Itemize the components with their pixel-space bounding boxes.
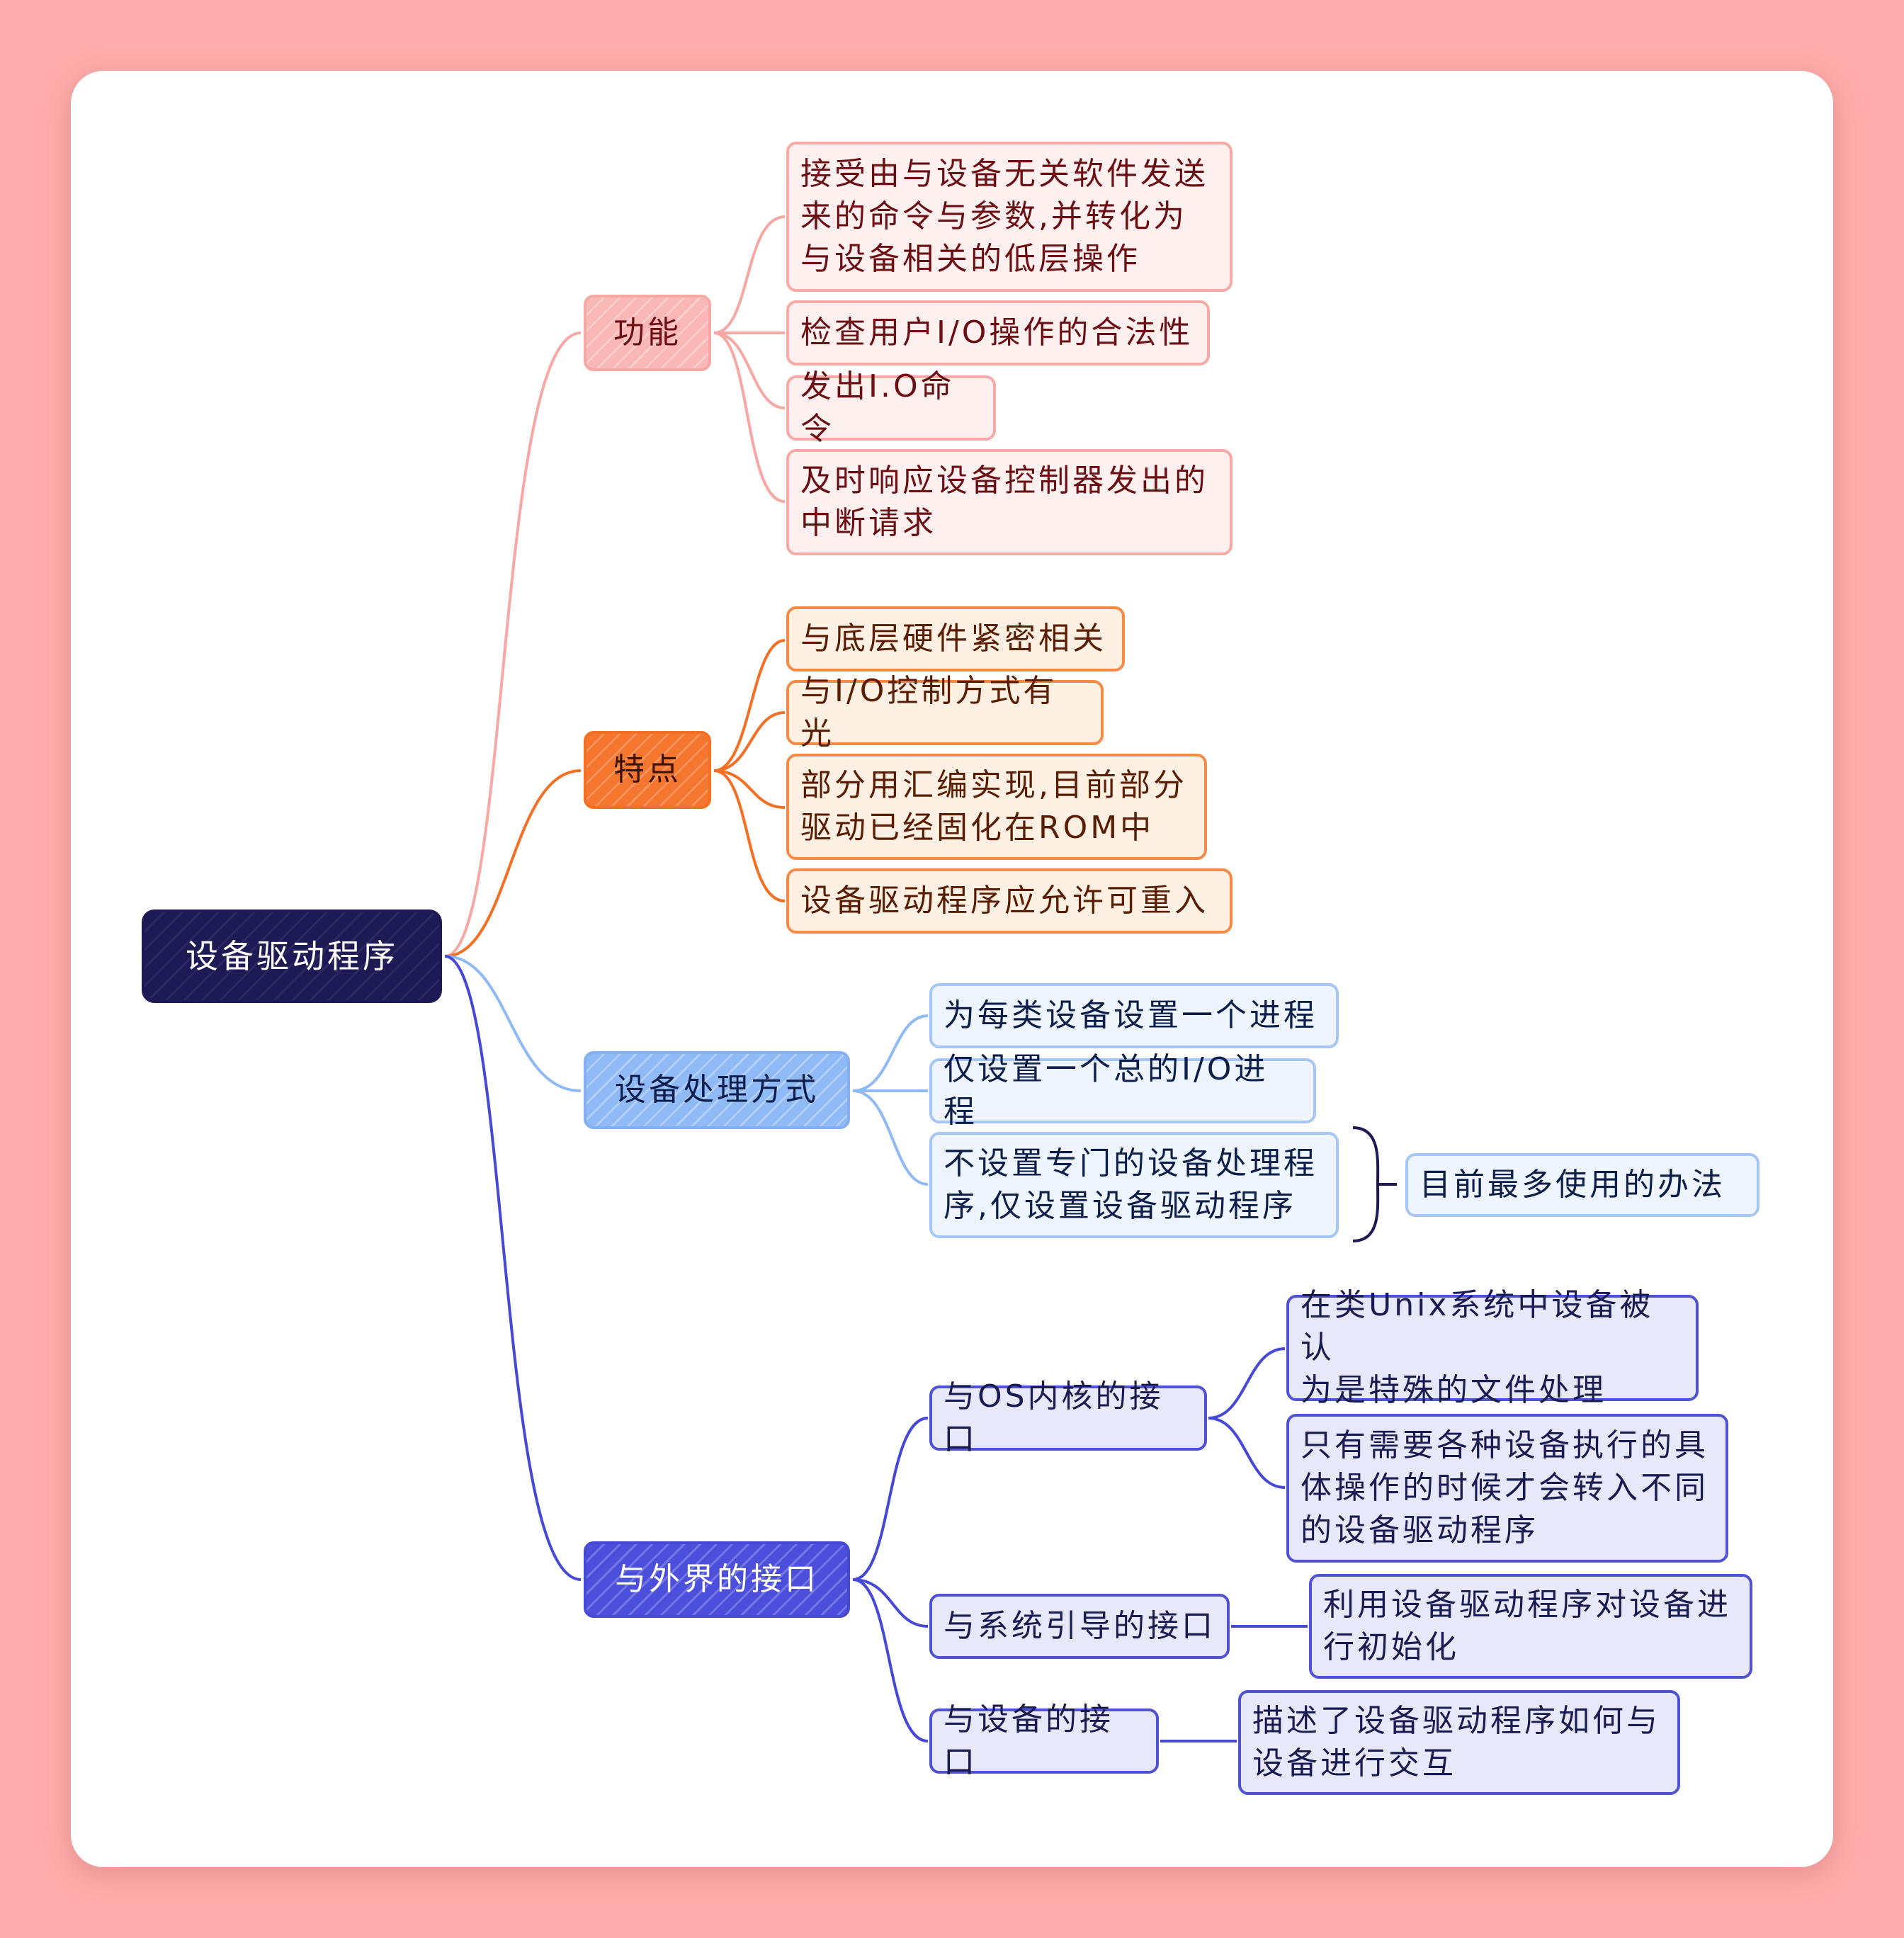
features-item-4[interactable]: 设备驱动程序应允许可重入 [786, 868, 1232, 934]
link-root-handling [444, 955, 582, 1092]
branch-features-label: 特点 [613, 752, 681, 788]
functions-item-3-text: 发出I.O命令 [800, 368, 955, 447]
interfaces-item-os[interactable]: 与OS内核的接口 [929, 1378, 1207, 1457]
device-child-1-text: 描述了设备驱动程序如何与 设备进行交互 [1252, 1703, 1660, 1781]
link-features-2 [713, 711, 786, 772]
features-item-3[interactable]: 部分用汇编实现,目前部分 驱动已经固化在ROM中 [786, 754, 1207, 860]
handling-summary-note-text: 目前最多使用的办法 [1420, 1167, 1726, 1203]
branch-handling[interactable]: 设备处理方式 [584, 1051, 850, 1129]
functions-item-2[interactable]: 检查用户I/O操作的合法性 [786, 300, 1210, 366]
boot-child-1-text: 利用设备驱动程序对设备进 行初始化 [1323, 1587, 1731, 1665]
branch-features[interactable]: 特点 [584, 731, 711, 809]
functions-item-4[interactable]: 及时响应设备控制器发出的 中断请求 [786, 449, 1232, 555]
link-handling-3 [852, 1089, 929, 1186]
link-functions-1 [713, 215, 786, 334]
handling-item-1[interactable]: 为每类设备设置一个进程 [929, 983, 1339, 1048]
os-child-1[interactable]: 在类Unix系统中设备被认 为是特殊的文件处理 [1286, 1287, 1699, 1408]
interfaces-item-device[interactable]: 与设备的接口 [929, 1701, 1159, 1780]
branch-functions-label: 功能 [613, 314, 681, 351]
link-features-1 [713, 639, 786, 772]
features-item-2[interactable]: 与I/O控制方式有光 [786, 673, 1104, 752]
branch-interfaces[interactable]: 与外界的接口 [584, 1541, 850, 1618]
link-root-features [444, 769, 582, 958]
handling-item-3-text: 不设置专门的设备处理程 序,仅设置设备驱动程序 [944, 1145, 1318, 1224]
device-child-1[interactable]: 描述了设备驱动程序如何与 设备进行交互 [1238, 1690, 1680, 1795]
branch-handling-label: 设备处理方式 [615, 1072, 819, 1108]
interfaces-item-boot[interactable]: 与系统引导的接口 [929, 1594, 1230, 1659]
functions-item-1-text: 接受由与设备无关软件发送 来的命令与参数,并转化为 与设备相关的低层操作 [800, 156, 1208, 277]
link-os-1 [1208, 1347, 1286, 1420]
functions-item-2-text: 检查用户I/O操作的合法性 [800, 314, 1194, 351]
features-item-2-text: 与I/O控制方式有光 [800, 673, 1058, 752]
link-root-functions [444, 332, 582, 958]
link-features-3 [713, 769, 786, 809]
functions-item-1[interactable]: 接受由与设备无关软件发送 来的命令与参数,并转化为 与设备相关的低层操作 [786, 142, 1232, 292]
features-item-4-text: 设备驱动程序应允许可重入 [800, 883, 1208, 919]
functions-item-3[interactable]: 发出I.O命令 [786, 368, 996, 447]
link-interfaces-2 [852, 1578, 929, 1628]
link-handling-1 [852, 1014, 929, 1092]
link-functions-3 [713, 332, 786, 409]
handling-item-2[interactable]: 仅设置一个总的I/O进程 [929, 1051, 1316, 1130]
os-child-2[interactable]: 只有需要各种设备执行的具 体操作的时候才会转入不同 的设备驱动程序 [1286, 1414, 1728, 1563]
handling-item-3[interactable]: 不设置专门的设备处理程 序,仅设置设备驱动程序 [929, 1132, 1339, 1238]
handling-item-1-text: 为每类设备设置一个进程 [944, 997, 1318, 1033]
link-interfaces-1 [852, 1417, 929, 1581]
features-item-1-text: 与底层硬件紧密相关 [800, 620, 1106, 657]
os-child-1-text: 在类Unix系统中设备被认 为是特殊的文件处理 [1300, 1287, 1654, 1408]
handling-summary-note[interactable]: 目前最多使用的办法 [1405, 1153, 1760, 1217]
boot-child-1[interactable]: 利用设备驱动程序对设备进 行初始化 [1309, 1574, 1752, 1679]
features-item-3-text: 部分用汇编实现,目前部分 驱动已经固化在ROM中 [800, 767, 1187, 846]
root-node[interactable]: 设备驱动程序 [142, 910, 442, 1003]
link-functions-4 [713, 332, 786, 503]
summary-brace [1352, 1126, 1397, 1242]
functions-item-4-text: 及时响应设备控制器发出的 中断请求 [800, 463, 1208, 541]
link-features-4 [713, 769, 786, 902]
interfaces-item-boot-text: 与系统引导的接口 [944, 1608, 1216, 1644]
root-label: 设备驱动程序 [186, 937, 398, 975]
link-interfaces-3 [852, 1578, 929, 1742]
interfaces-item-device-text: 与设备的接口 [944, 1701, 1114, 1780]
interfaces-item-os-text: 与OS内核的接口 [944, 1378, 1164, 1457]
os-child-2-text: 只有需要各种设备执行的具 体操作的时候才会转入不同 的设备驱动程序 [1300, 1427, 1708, 1548]
handling-item-2-text: 仅设置一个总的I/O进程 [944, 1051, 1269, 1130]
link-root-interfaces [444, 955, 582, 1581]
branch-functions[interactable]: 功能 [584, 295, 711, 371]
branch-interfaces-label: 与外界的接口 [615, 1561, 819, 1597]
features-item-1[interactable]: 与底层硬件紧密相关 [786, 606, 1125, 672]
link-os-2 [1208, 1417, 1286, 1489]
